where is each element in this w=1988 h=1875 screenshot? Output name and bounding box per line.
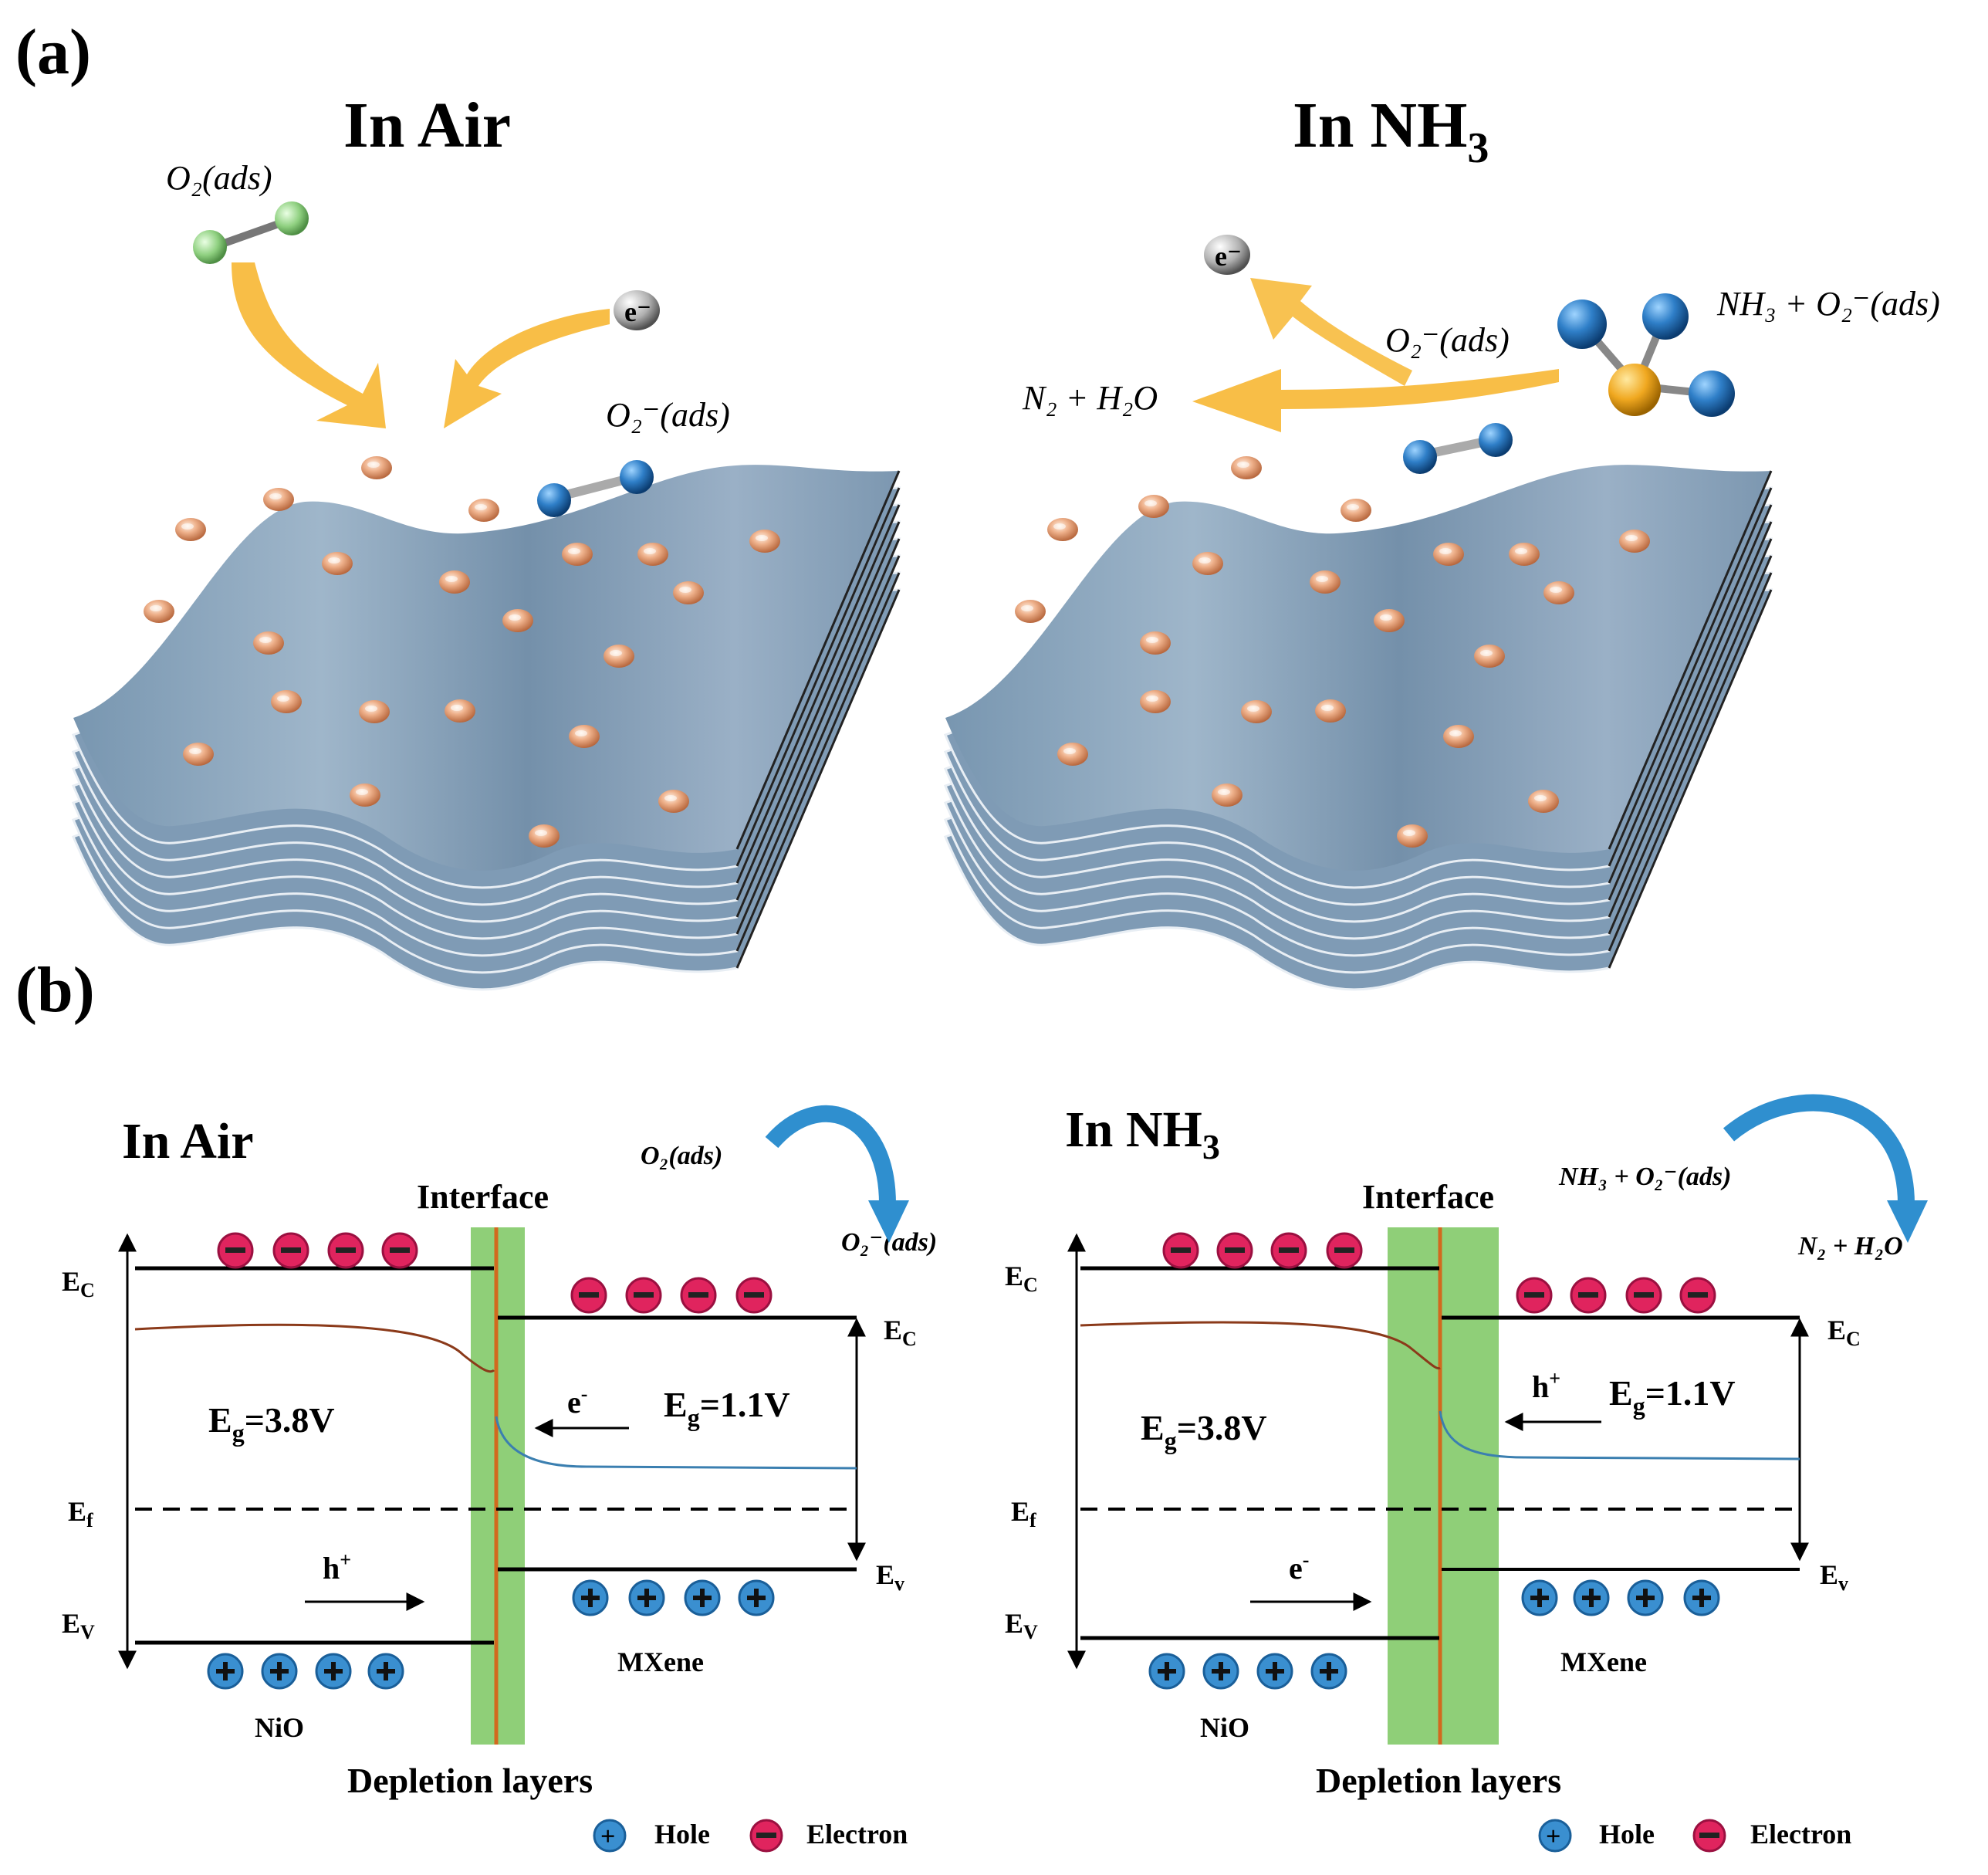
svg-text:+: + — [1546, 1823, 1560, 1851]
svg-text:Eg=3.8V: Eg=3.8V — [1141, 1408, 1267, 1454]
gas-in-label: O₂(ads) — [641, 1142, 722, 1170]
conversion-curve-arrow-nh3 — [1723, 1094, 1915, 1205]
mxene-label-nh3: MXene — [1560, 1647, 1647, 1677]
svg-text:e-: e- — [1289, 1548, 1309, 1586]
ev-right-label: Ev — [876, 1559, 904, 1595]
ec-left-label: EC — [62, 1266, 95, 1301]
mxene-bandgap-label: Eg=1.1V — [664, 1385, 790, 1431]
nio-band-bending — [134, 1323, 495, 1373]
svg-text:Hole: Hole — [1599, 1819, 1655, 1850]
svg-text:h+: h+ — [1532, 1367, 1560, 1404]
depletion-layer-nh3 — [1388, 1227, 1499, 1745]
oxygen-molecule-icon — [193, 201, 309, 264]
svg-text:Eg=1.1V: Eg=1.1V — [1609, 1373, 1736, 1420]
ev-left-label: EV — [62, 1608, 95, 1643]
svg-text:EC: EC — [1005, 1261, 1038, 1296]
nio-label-nh3: NiO — [1200, 1712, 1249, 1743]
panel-b-label: (b) — [15, 954, 95, 1026]
ef-label-nh3: Ef — [1011, 1496, 1036, 1531]
ef-label: Ef — [68, 1496, 93, 1531]
hole-flow-label: h+ — [323, 1548, 351, 1586]
conversion-arrowhead — [868, 1200, 909, 1243]
svg-text:Ef: Ef — [1011, 1496, 1036, 1531]
band-nh3-title: In NH3 — [1065, 1102, 1220, 1166]
product-label: N₂ + H₂O — [1022, 379, 1158, 417]
conversion-curve-arrow — [765, 1105, 896, 1205]
mxene-band-bending — [495, 1416, 857, 1470]
depletion-label: Depletion layers — [347, 1761, 593, 1800]
electron-charge-icon — [749, 1819, 783, 1853]
mxene-label: MXene — [617, 1647, 704, 1677]
nh3-reaction-label: NH₃ + O₂⁻(ads) — [1716, 285, 1940, 323]
svg-text:EC: EC — [62, 1266, 95, 1301]
panel-a-air-title: In Air — [343, 90, 511, 161]
adsorption-arrow — [232, 262, 386, 428]
svg-text:EV: EV — [62, 1608, 95, 1643]
mxene-band-bending-nh3 — [1439, 1410, 1800, 1460]
hole-icon: + — [593, 1819, 627, 1853]
svg-text:Eg=1.1V: Eg=1.1V — [664, 1385, 790, 1431]
interface-label-nh3: Interface — [1362, 1178, 1494, 1216]
electron-release-arrow — [1250, 278, 1412, 386]
product-release-arrow — [1192, 369, 1559, 432]
nio-band-bending-nh3 — [1080, 1321, 1441, 1370]
electron-icon-nh3: e⁻ — [1204, 235, 1250, 275]
electron-flow-label: e- — [567, 1383, 587, 1420]
svg-text:Ef: Ef — [68, 1496, 93, 1531]
ev-left-label-nh3: EV — [1005, 1608, 1038, 1643]
band-diagram-nh3: In NH3 Interface NH₃ + O₂⁻(ads) N₂ + H₂O… — [1005, 1094, 1928, 1853]
adsorbed-oxygen-icon — [537, 460, 654, 517]
svg-text:Electron: Electron — [1750, 1819, 1851, 1850]
panel-a-air-scene: In Air O₂(ads) e⁻ O₂⁻(ads) — [71, 90, 901, 991]
nio-bandgap-label-nh3: Eg=3.8V — [1141, 1408, 1267, 1454]
band-air-title: In Air — [122, 1113, 254, 1169]
svg-text:e⁻: e⁻ — [624, 296, 651, 327]
ec-right-label-nh3: EC — [1827, 1315, 1861, 1350]
svg-text:e⁻: e⁻ — [1215, 241, 1242, 272]
ec-right-label: EC — [884, 1315, 917, 1350]
svg-text:Hole: Hole — [654, 1819, 710, 1850]
ec-left-label-nh3: EC — [1005, 1261, 1038, 1296]
svg-text:+: + — [600, 1823, 615, 1851]
panel-a-nh3-scene: In NH3 e⁻ O₂⁻(ads) NH₃ + O₂⁻(ads) N₂ + H… — [943, 90, 1940, 991]
gas-out-label-nh3: N₂ + H₂O — [1797, 1232, 1903, 1261]
svg-text:Ev: Ev — [1820, 1559, 1848, 1595]
nio-label: NiO — [255, 1712, 304, 1743]
legend-air: + Hole Electron — [593, 1819, 908, 1853]
ev-right-label-nh3: Ev — [1820, 1559, 1848, 1595]
electron-charge-icon — [1692, 1819, 1726, 1853]
electron-icon: e⁻ — [614, 290, 660, 330]
svg-text:Electron: Electron — [806, 1819, 908, 1850]
hole-flow-label-nh3: h+ — [1532, 1367, 1560, 1404]
mxene-sheet-stack-nh3 — [943, 456, 1773, 991]
band-diagram-air: In Air Interface O₂(ads) O₂⁻(ads) EC EV … — [62, 1105, 937, 1853]
svg-text:e-: e- — [567, 1383, 587, 1420]
nio-bandgap-label: Eg=3.8V — [208, 1400, 335, 1447]
svg-text:Eg=3.8V: Eg=3.8V — [208, 1400, 335, 1447]
svg-text:Ev: Ev — [876, 1559, 904, 1595]
hole-icon: + — [1538, 1819, 1572, 1853]
panel-a-label: (a) — [15, 16, 91, 88]
mxene-bandgap-label-nh3: Eg=1.1V — [1609, 1373, 1736, 1420]
o2-minus-ads-label-nh3: O₂⁻(ads) — [1385, 321, 1510, 359]
mxene-sheet-stack — [71, 456, 901, 991]
adsorbed-oxygen-icon-nh3 — [1403, 423, 1513, 474]
o2-minus-ads-label: O₂⁻(ads) — [606, 396, 730, 434]
svg-text:EC: EC — [884, 1315, 917, 1350]
svg-text:EV: EV — [1005, 1608, 1038, 1643]
electron-flow-label-nh3: e- — [1289, 1548, 1309, 1586]
svg-text:h+: h+ — [323, 1548, 351, 1586]
conversion-arrowhead-nh3 — [1887, 1200, 1928, 1243]
gas-in-label-nh3: NH₃ + O₂⁻(ads) — [1558, 1163, 1731, 1191]
panel-a-nh3-title: In NH3 — [1293, 90, 1489, 172]
interface-label: Interface — [417, 1178, 549, 1216]
o2-ads-label: O₂(ads) — [166, 159, 272, 197]
svg-text:EC: EC — [1827, 1315, 1861, 1350]
legend-nh3: + Hole Electron — [1538, 1819, 1851, 1853]
depletion-label-nh3: Depletion layers — [1316, 1761, 1561, 1800]
electron-transfer-arrow — [444, 309, 610, 428]
ammonia-molecule-icon — [1557, 293, 1735, 417]
